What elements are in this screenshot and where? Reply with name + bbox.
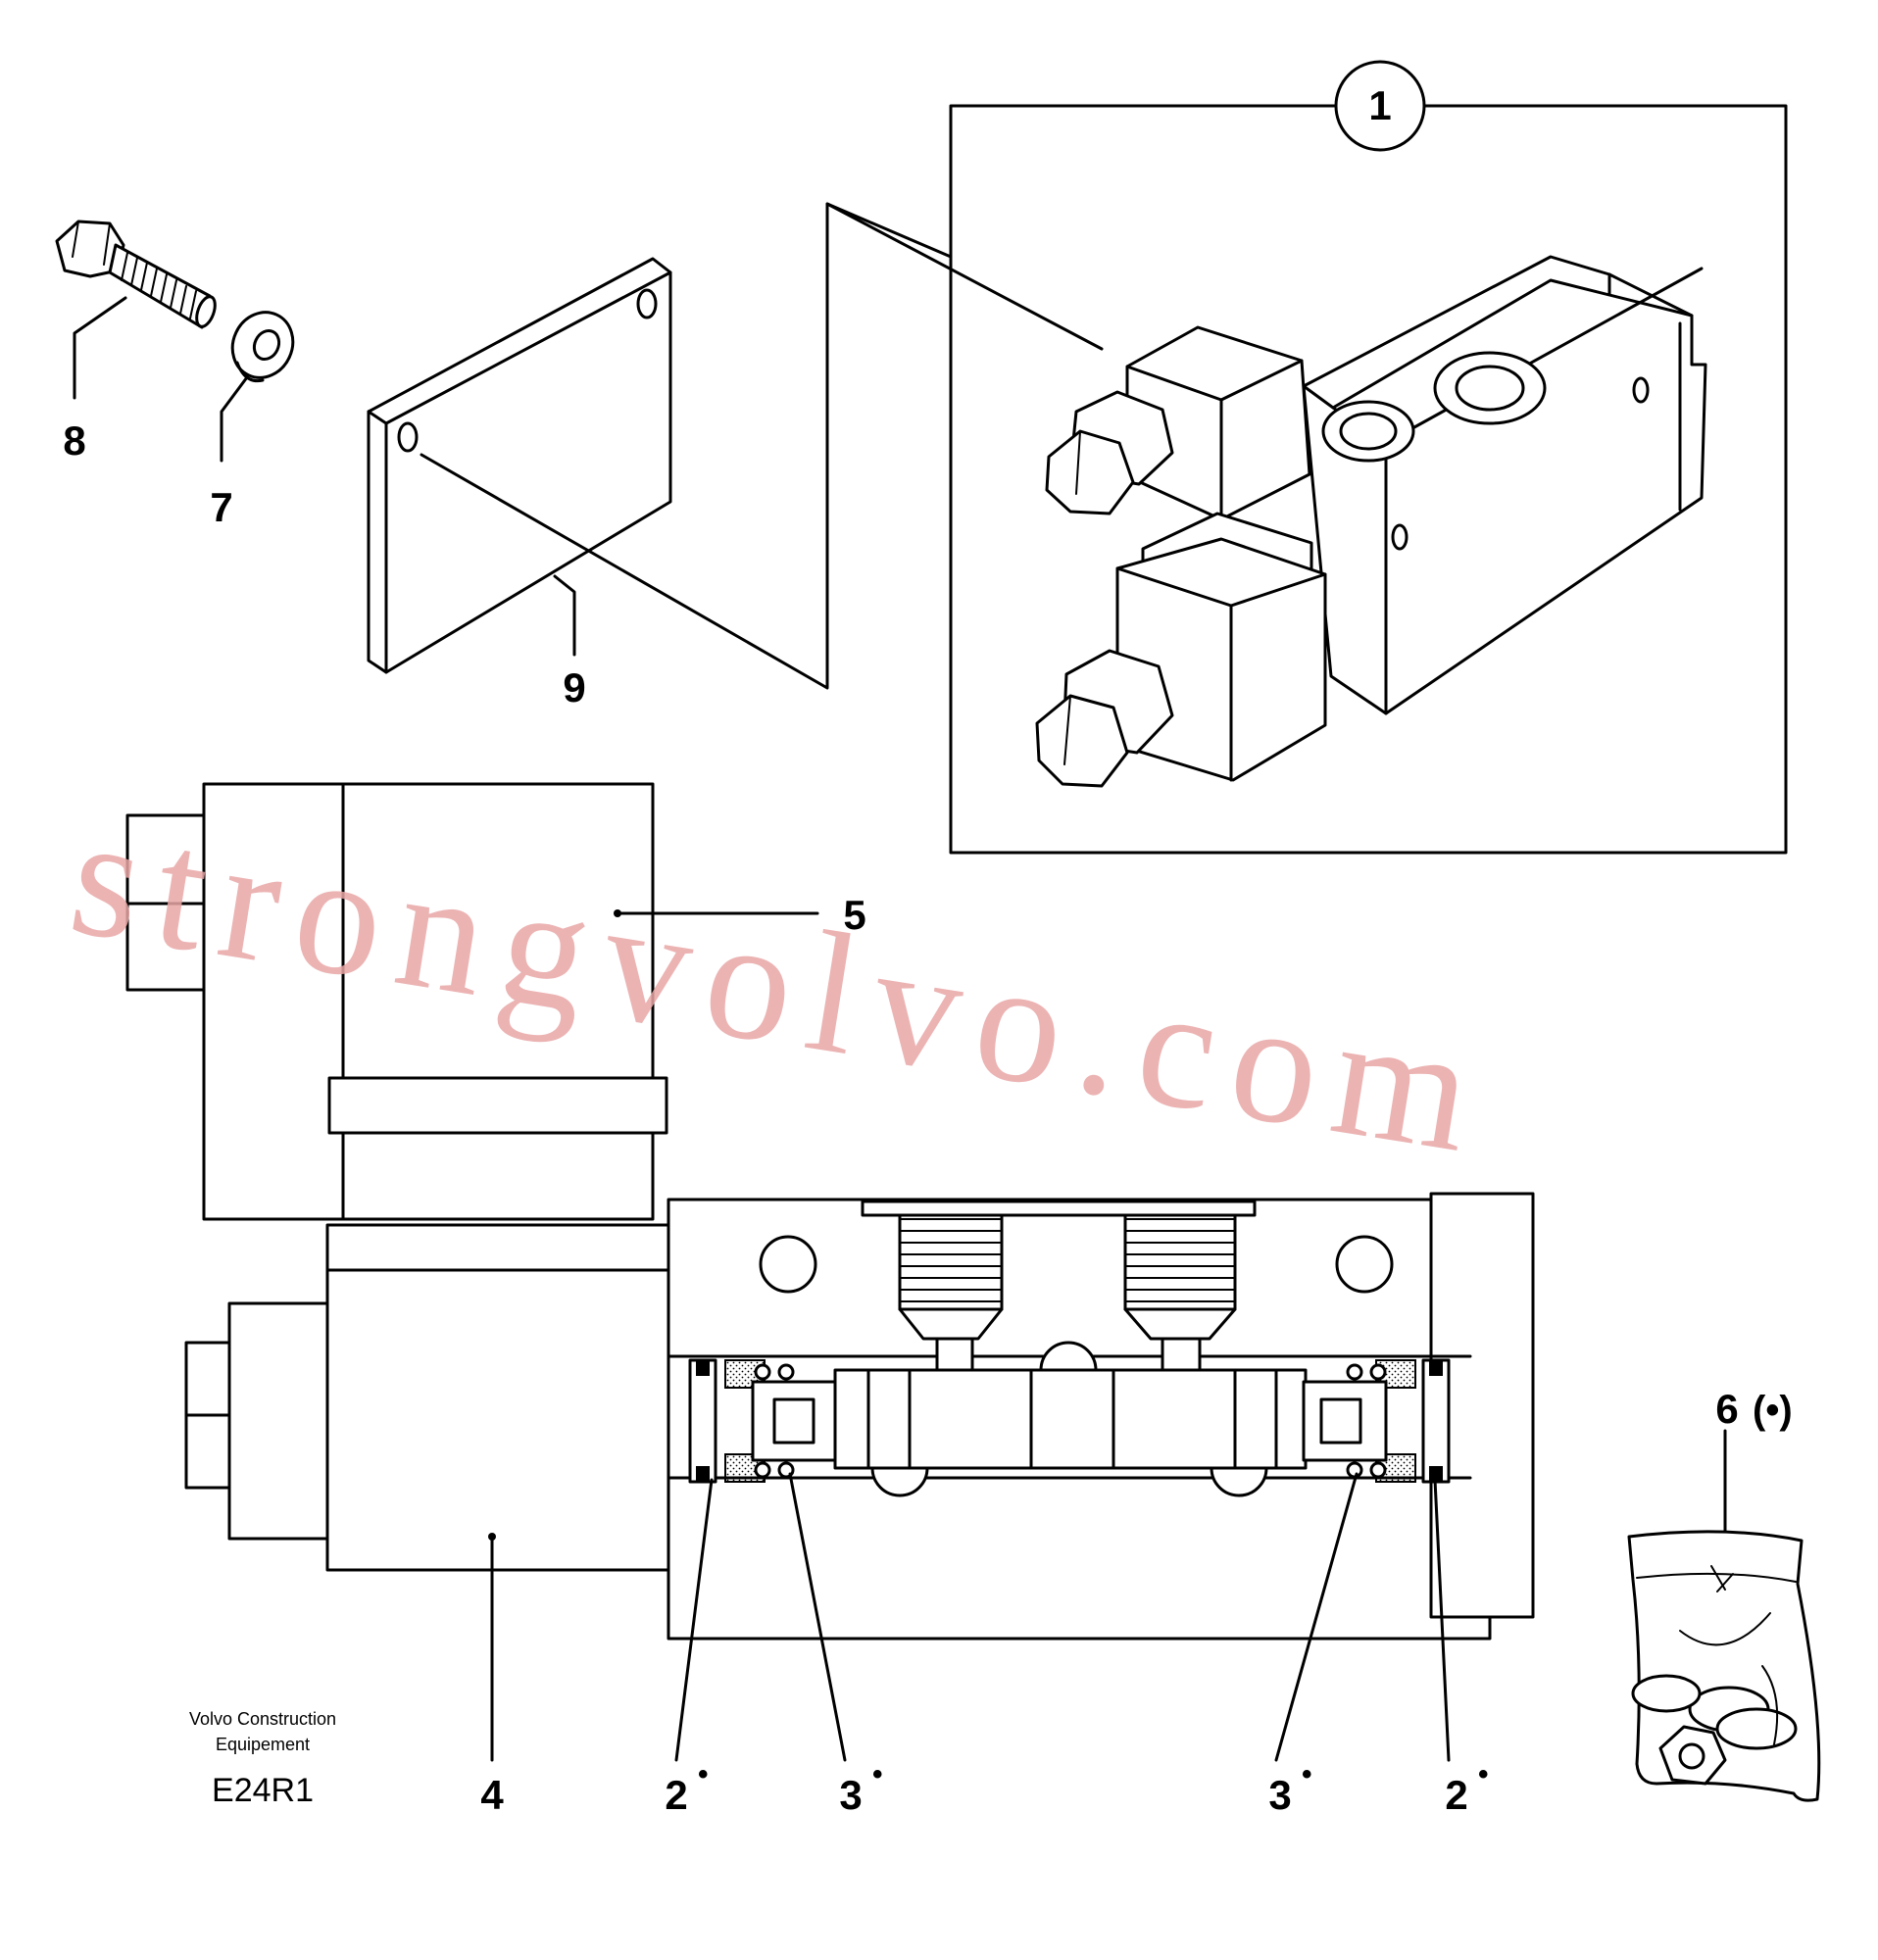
callout-7: 7 xyxy=(210,484,232,530)
callout-6: 6 xyxy=(1715,1386,1738,1432)
spare-mark-2-left: • xyxy=(698,1758,709,1790)
callout-circle-1 xyxy=(1334,60,1426,152)
spare-mark-3-left: • xyxy=(872,1758,883,1790)
leader-8 xyxy=(73,296,127,400)
callout-6-mark: (•) xyxy=(1753,1389,1793,1432)
callout-8: 8 xyxy=(63,417,85,464)
spare-mark-3-right: • xyxy=(1302,1758,1312,1790)
callout-2-right: 2 xyxy=(1445,1772,1467,1818)
spare-mark-2-right: • xyxy=(1478,1758,1489,1790)
bolt-part-8 xyxy=(55,220,217,329)
plate-part-9 xyxy=(367,257,672,674)
drawing-code: E24R1 xyxy=(212,1772,314,1809)
washer-part-7 xyxy=(230,311,295,383)
leader-lines xyxy=(488,909,1727,1762)
valve-assembly-box-part-1 xyxy=(825,104,1788,855)
leader-7 xyxy=(220,375,249,463)
callout-3-right: 3 xyxy=(1268,1772,1291,1818)
seal-kit-bag-part-6 xyxy=(1627,1530,1821,1802)
caption-line-2: Equipement xyxy=(216,1735,310,1754)
assembly-guide-line xyxy=(420,202,1104,690)
caption-line-1: Volvo Construction xyxy=(189,1709,336,1729)
callout-9: 9 xyxy=(563,664,585,710)
callout-1: 1 xyxy=(1368,82,1391,128)
callout-2-left: 2 xyxy=(665,1772,687,1818)
valve-cross-section xyxy=(125,782,1535,1641)
callout-5: 5 xyxy=(843,892,865,938)
callout-3-left: 3 xyxy=(839,1772,862,1818)
callout-4: 4 xyxy=(480,1772,504,1818)
